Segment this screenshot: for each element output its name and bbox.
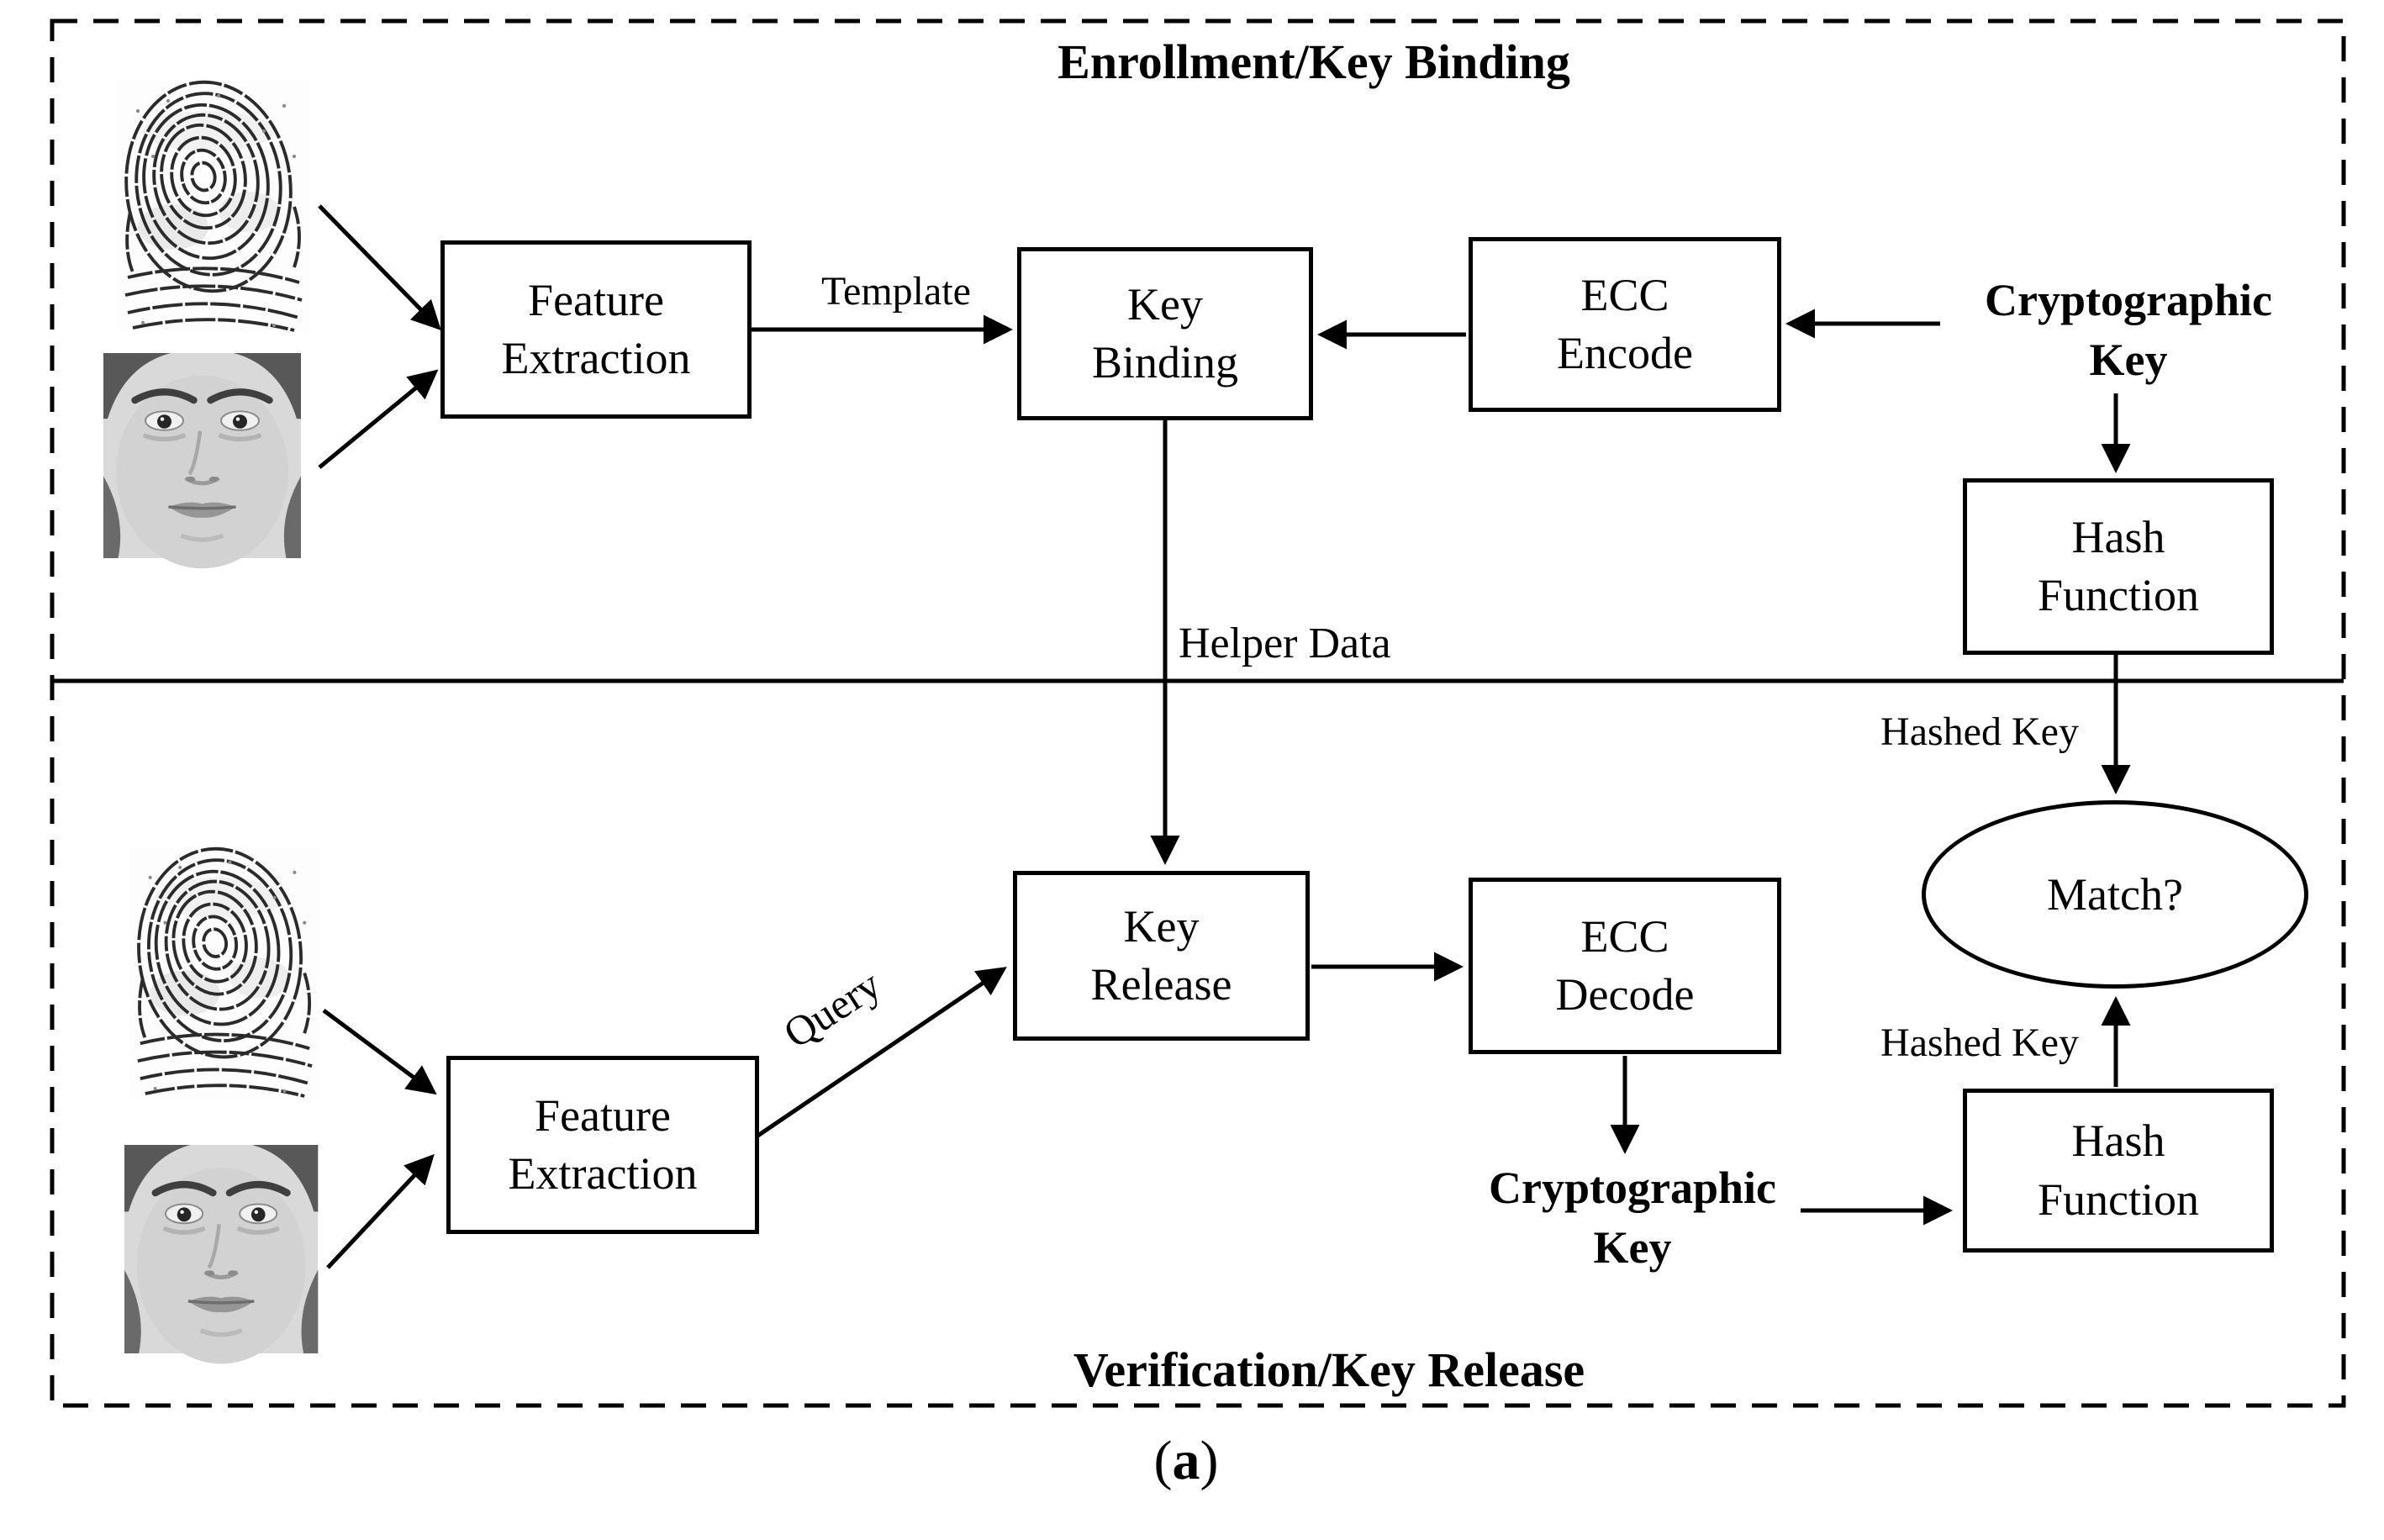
face-image	[124, 1145, 318, 1363]
arrow-fingerprint-to-feature-extraction-verify	[322, 1008, 437, 1095]
key-binding-box: Key Binding	[1017, 247, 1313, 420]
feature-extraction-box-enroll: Feature Extraction	[440, 240, 752, 419]
hashed-key-edge-label-enroll: Hashed Key	[1880, 709, 2079, 754]
face-image	[103, 353, 301, 568]
figure-caption: (a)	[1102, 1429, 1270, 1493]
match-decision-ellipse: Match?	[1922, 800, 2308, 989]
cryptographic-key-label-verify: Cryptographic Key	[1489, 1163, 1776, 1274]
feature-extraction-box-verify: Feature Extraction	[446, 1056, 759, 1234]
hash-function-box-verify: Hash Function	[1963, 1089, 2274, 1253]
verification-section-title: Verification/Key Release	[1073, 1342, 1585, 1397]
fingerprint-image	[114, 72, 311, 335]
caption-letter: a	[1172, 1430, 1200, 1491]
arrow-face-to-feature-extraction-enroll	[318, 369, 439, 469]
template-edge-label: Template	[821, 269, 971, 314]
caption-close-paren: )	[1200, 1430, 1219, 1491]
caption-open-paren: (	[1153, 1430, 1173, 1491]
arrow-fingerprint-to-feature-extraction-enroll	[318, 204, 441, 331]
hash-function-box-enroll: Hash Function	[1963, 478, 2274, 655]
key-release-box: Key Release	[1013, 871, 1310, 1041]
arrow-face-to-feature-extraction-verify	[326, 1153, 435, 1269]
ecc-decode-box: ECC Decode	[1469, 878, 1781, 1054]
ecc-encode-box: ECC Encode	[1469, 237, 1781, 412]
hashed-key-edge-label-verify: Hashed Key	[1880, 1021, 2079, 1065]
dashed-boundary	[50, 18, 2346, 1408]
arrow-query	[755, 967, 1007, 1139]
helper-data-edge-label: Helper Data	[1179, 620, 1391, 667]
fingerprint-image	[127, 839, 321, 1100]
enrollment-section-title: Enrollment/Key Binding	[1058, 34, 1570, 89]
cryptographic-key-label-enroll: Cryptographic Key	[1985, 275, 2272, 386]
